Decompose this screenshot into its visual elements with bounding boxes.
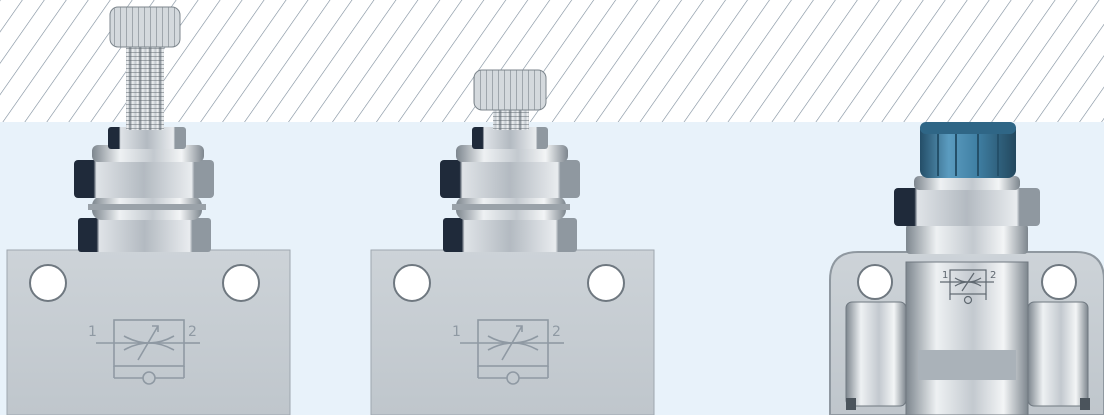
- mounting-hole: [29, 264, 67, 302]
- port-label-in: 1: [942, 270, 948, 281]
- mounting-hole: [222, 264, 260, 302]
- mounting-hole: [1041, 264, 1077, 300]
- mounting-hole: [857, 264, 893, 300]
- flow-control-valve-tall-screw: [6, 6, 291, 415]
- mounting-hole: [393, 264, 431, 302]
- knurled-knob: [474, 70, 546, 110]
- knurled-knob: [110, 7, 180, 47]
- flow-control-valve-blue-cap-cutaway: [829, 122, 1104, 415]
- blue-cap: [920, 122, 1016, 178]
- port-label-out: 2: [188, 324, 197, 340]
- flow-symbol-2: [460, 319, 564, 385]
- port-label-out: 2: [552, 324, 561, 340]
- mounting-hole: [587, 264, 625, 302]
- adjustment-screw: [493, 108, 529, 130]
- flow-symbol-3: [940, 269, 994, 305]
- adjustment-screw: [126, 44, 164, 130]
- hatched-band: [0, 0, 1104, 122]
- port-label-in: 1: [88, 324, 97, 340]
- flow-control-valve-short-screw: [370, 69, 655, 415]
- flow-symbol-1: [96, 319, 200, 385]
- port-label-out: 2: [990, 270, 996, 281]
- port-label-in: 1: [452, 324, 461, 340]
